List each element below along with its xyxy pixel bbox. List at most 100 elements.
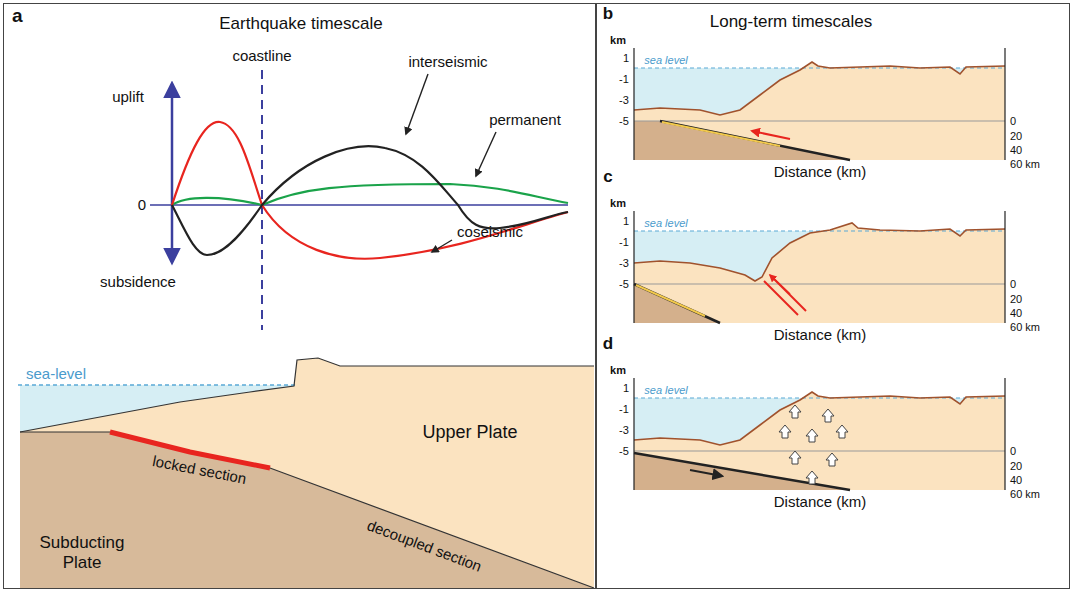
profile-c-line bbox=[1004, 211, 1005, 323]
subduction-cross-section-line bbox=[18, 384, 298, 386]
profile-d-use bbox=[822, 409, 834, 422]
profile-d-use bbox=[826, 453, 838, 466]
axis-tick: 40 bbox=[1010, 474, 1022, 487]
sea-level-label: sea level bbox=[644, 54, 687, 67]
deformation-graph-path bbox=[172, 184, 568, 205]
axis-tick: 20 bbox=[1010, 460, 1022, 473]
profile-d-path bbox=[634, 392, 1005, 490]
profile-c-path bbox=[634, 284, 720, 323]
axis-tick: 1 bbox=[623, 215, 629, 228]
panel-heading: Long-term timescales bbox=[710, 12, 873, 32]
axis-tick: -5 bbox=[619, 278, 629, 291]
axis-tick: -5 bbox=[619, 445, 629, 458]
deformation-graph-line bbox=[150, 204, 568, 206]
curve-label: interseismic bbox=[408, 53, 487, 70]
axis-tick: 60 km bbox=[1010, 321, 1040, 334]
axis-tick: -1 bbox=[619, 73, 629, 86]
axis-label: subsidence bbox=[100, 273, 176, 290]
profile-d-use bbox=[779, 425, 791, 438]
subduction-cross-section-path bbox=[20, 358, 594, 432]
profile-d-use bbox=[789, 405, 801, 418]
axis-unit: km bbox=[610, 34, 626, 47]
profile-b-line bbox=[633, 48, 634, 160]
profile-b-path bbox=[634, 62, 1005, 115]
profile-c-line bbox=[634, 284, 1005, 285]
profile-d-line bbox=[634, 451, 1005, 452]
profile-b-path bbox=[660, 121, 850, 160]
profile-d-use bbox=[836, 425, 848, 438]
profile-d-use bbox=[806, 429, 818, 442]
profile-d-path bbox=[634, 392, 1005, 445]
sea-level-label: sea-level bbox=[26, 365, 86, 382]
panel-letter: c bbox=[603, 167, 612, 187]
profile-c-line bbox=[770, 275, 790, 294]
panel-heading: Earthquake timescale bbox=[219, 14, 382, 34]
deformation-graph-line bbox=[406, 74, 428, 134]
profile-b-line bbox=[634, 121, 1005, 122]
profile-b bbox=[634, 48, 1005, 160]
axis-tick: -1 bbox=[619, 403, 629, 416]
axis-tick: 20 bbox=[1010, 130, 1022, 143]
profile-b-line bbox=[752, 131, 790, 139]
profile-c-path bbox=[634, 284, 720, 323]
axis-tick: 1 bbox=[623, 382, 629, 395]
axis-tick: 1 bbox=[623, 52, 629, 65]
profile-b-path bbox=[634, 121, 850, 160]
axis-title: Distance (km) bbox=[774, 493, 867, 510]
axis-tick: -3 bbox=[619, 94, 629, 107]
axis-label: uplift bbox=[112, 88, 144, 105]
axis-tick: 60 km bbox=[1010, 158, 1040, 171]
panel-letter: a bbox=[12, 5, 23, 27]
coastline-label: coastline bbox=[232, 47, 291, 64]
axis-tick: 40 bbox=[1010, 144, 1022, 157]
plate-label: Subducting Plate bbox=[27, 533, 137, 572]
axis-tick: 60 km bbox=[1010, 488, 1040, 501]
axis-tick: 40 bbox=[1010, 307, 1022, 320]
axis-tick: 0 bbox=[138, 196, 146, 213]
subduction-cross-section-path bbox=[20, 432, 594, 588]
subduction-cross-section bbox=[18, 358, 594, 588]
axis-unit: km bbox=[610, 364, 626, 377]
axis-tick: 20 bbox=[1010, 293, 1022, 306]
profile-c-line bbox=[633, 211, 634, 323]
axis-title: Distance (km) bbox=[774, 163, 867, 180]
profile-c-path bbox=[634, 223, 1005, 323]
profile-b-line bbox=[1004, 48, 1005, 160]
sea-level-label: sea level bbox=[644, 384, 687, 397]
profile-d-use bbox=[789, 451, 801, 464]
profile-d-line bbox=[633, 378, 634, 490]
profile-c bbox=[634, 211, 1005, 323]
deformation-graph-line bbox=[432, 240, 452, 252]
axis-tick: -3 bbox=[619, 257, 629, 270]
panel-letter: d bbox=[603, 334, 613, 354]
profile-c-path bbox=[634, 223, 1005, 281]
axis-unit: km bbox=[610, 197, 626, 210]
profile-d-line bbox=[690, 470, 722, 476]
deformation-graph bbox=[150, 70, 568, 330]
plate-label: Upper Plate bbox=[422, 422, 517, 443]
axis-tick: -5 bbox=[619, 115, 629, 128]
profile-d-path bbox=[634, 453, 850, 490]
profile-b-path bbox=[634, 62, 1005, 160]
axis-tick: 0 bbox=[1010, 278, 1016, 291]
curve-label: permanent bbox=[489, 111, 561, 128]
subduction-cross-section-path bbox=[20, 432, 594, 588]
profile-d-line bbox=[1004, 378, 1005, 490]
panel-letter: b bbox=[603, 4, 613, 24]
axis-title: Distance (km) bbox=[774, 326, 867, 343]
profile-d bbox=[634, 378, 1005, 490]
profile-c-path bbox=[636, 285, 705, 316]
subduction-cross-section-path bbox=[20, 358, 594, 588]
axis-tick: 0 bbox=[1010, 115, 1016, 128]
sea-level-label: sea level bbox=[644, 217, 687, 230]
axis-tick: -3 bbox=[619, 424, 629, 437]
curve-label: coseismic bbox=[457, 223, 523, 240]
deformation-graph-path bbox=[172, 122, 568, 259]
profile-d-path bbox=[634, 453, 850, 490]
profile-d-use bbox=[806, 471, 818, 484]
axis-tick: -1 bbox=[619, 236, 629, 249]
panel-box: a Earthquake timescale bbox=[3, 3, 596, 589]
deformation-graph-line bbox=[476, 132, 496, 176]
